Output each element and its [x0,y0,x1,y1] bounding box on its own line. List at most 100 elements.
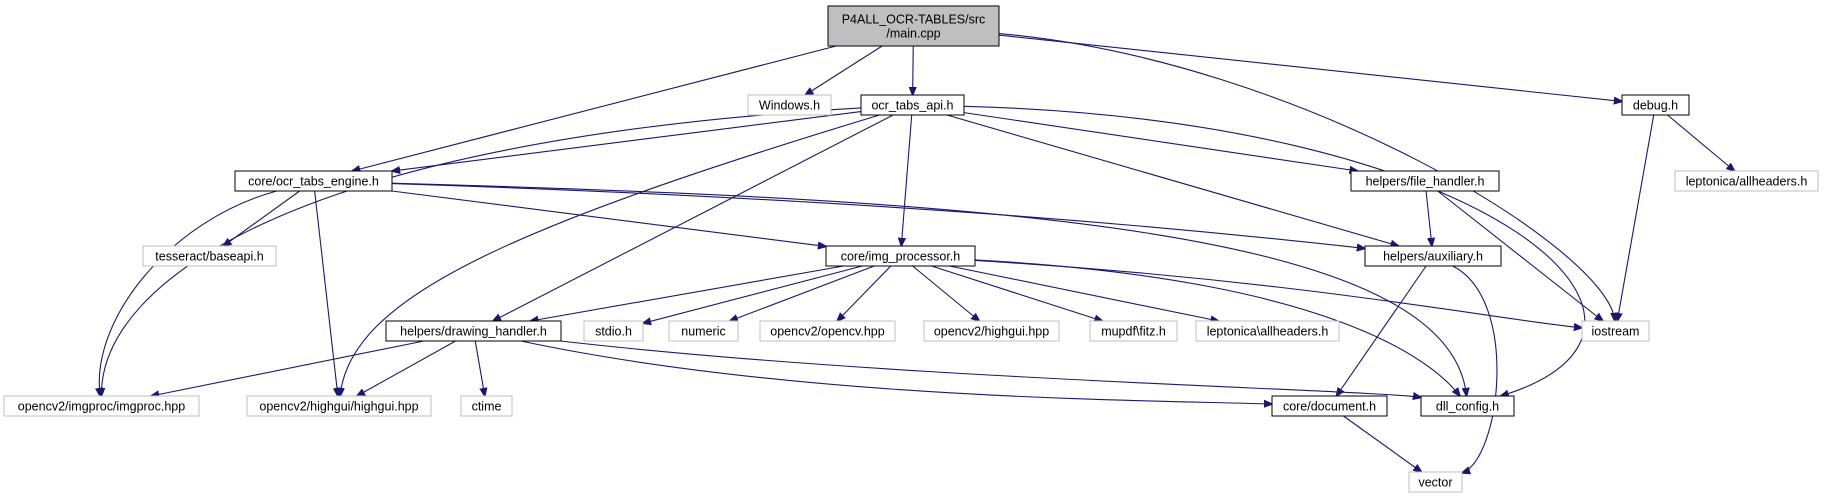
node-box-file_handler [1350,170,1500,192]
node-vector: vector [1408,471,1463,493]
node-label-highgui_hpp: opencv2/highgui.hpp [934,325,1049,339]
edge-main-to-iostream [998,32,1615,321]
node-box-main [827,5,1000,47]
node-iostream: iostream [1581,320,1650,342]
node-engine[interactable]: core/ocr_tabs_engine.h [234,170,393,192]
edge-drawing-to-highgui2 [357,340,456,396]
edge-img_proc-to-stdio [643,265,863,323]
node-box-document [1271,395,1388,417]
node-label-highgui2: opencv2/highgui/highgui.hpp [259,400,418,414]
edge-drawing-to-document [520,340,1272,404]
edge-auxiliary-to-vector [1452,265,1498,473]
edge-debug-to-iostream [1617,114,1655,321]
edge-img_proc-to-iostream [974,259,1582,327]
node-label-ocr_api: ocr_tabs_api.h [871,99,953,113]
edge-drawing-to-ctime [474,340,485,396]
node-drawing[interactable]: helpers/drawing_handler.h [385,320,562,342]
node-box-highgui_hpp [923,320,1060,342]
edge-img_proc-to-highgui_hpp [912,265,980,321]
edge-engine-to-dll_config [391,182,1467,396]
node-auxiliary[interactable]: helpers/auxiliary.h [1364,245,1502,267]
node-label-debug: debug.h [1633,99,1678,113]
node-box-highgui2 [246,395,432,417]
node-dll_config[interactable]: dll_config.h [1420,395,1515,417]
edge-file_handler-to-iostream [1437,190,1603,321]
node-box-drawing [385,320,562,342]
node-label-file_handler: helpers/file_handler.h [1366,175,1485,189]
edge-engine-to-img_proc [391,190,826,246]
edge-main-to-debug [998,34,1622,101]
node-box-tesseract [142,245,277,267]
node-label-opencv: opencv2/opencv.hpp [770,325,884,339]
node-ctime: ctime [460,395,513,417]
node-box-mupdf [1089,320,1178,342]
edge-img_proc-to-numeric [730,265,875,321]
node-label-lept_debug: leptonica/allheaders.h [1686,175,1808,189]
edge-auxiliary-to-document [1336,265,1427,396]
node-label-tesseract: tesseract/baseapi.h [155,250,263,264]
node-box-lept_img [1195,320,1340,342]
edge-file_handler-to-auxiliary [1425,190,1432,246]
edge-img_proc-to-opencv [837,265,892,321]
node-label-stdio: stdio.h [595,325,632,339]
node-box-debug [1621,94,1690,116]
node-label-vector: vector [1418,476,1452,490]
node-img_proc[interactable]: core/img_processor.h [825,245,976,267]
node-highgui_hpp: opencv2/highgui.hpp [923,320,1060,342]
node-box-iostream [1581,320,1650,342]
node-box-ctime [460,395,513,417]
node-label-numeric: numeric [681,325,725,339]
edge-document-to-vector [1343,415,1421,472]
edge-img_proc-to-drawing [530,265,844,321]
node-label-ctime: ctime [472,400,502,414]
node-lept_debug: leptonica/allheaders.h [1674,170,1819,192]
edge-img_proc-to-dll_config [974,259,1460,396]
node-stdio: stdio.h [583,320,644,342]
edge-ocr_api-to-drawing [493,114,894,321]
node-box-dll_config [1420,395,1515,417]
edge-drawing-to-imgproc [151,340,425,396]
edge-debug-to-lept_debug [1667,114,1734,171]
node-box-vector [1408,471,1463,493]
node-box-lept_debug [1674,170,1819,192]
node-box-ocr_api [860,94,965,116]
node-box-img_proc [825,245,976,267]
node-mupdf: mupdf\fitz.h [1089,320,1178,342]
edge-ocr_api-to-img_proc [901,114,913,246]
node-label-dll_config: dll_config.h [1436,400,1499,414]
node-file_handler[interactable]: helpers/file_handler.h [1350,170,1500,192]
node-opencv: opencv2/opencv.hpp [759,320,896,342]
node-document[interactable]: core/document.h [1271,395,1388,417]
node-debug[interactable]: debug.h [1621,94,1690,116]
node-lept_img: leptonica\allheaders.h [1195,320,1340,342]
node-highgui2: opencv2/highgui/highgui.hpp [246,395,432,417]
node-label-auxiliary: helpers/auxiliary.h [1383,250,1483,264]
edge-ocr_api-to-file_handler [963,112,1358,171]
node-label-imgproc: opencv2/imgproc/imgproc.hpp [18,400,185,414]
edge-img_proc-to-mupdf [931,265,1103,321]
node-label-document: core/document.h [1283,400,1376,414]
node-windows: Windows.h [747,94,832,116]
node-box-auxiliary [1364,245,1502,267]
node-ocr_api[interactable]: ocr_tabs_api.h [860,94,965,116]
node-main[interactable]: P4ALL_OCR-TABLES/src/main.cpp [827,5,1000,47]
edge-engine-to-tesseract [223,190,300,246]
node-label-engine: core/ocr_tabs_engine.h [248,175,379,189]
edge-ocr_api-to-engine [392,110,862,172]
edge-main-to-windows [805,45,883,95]
node-label-iostream: iostream [1592,325,1640,339]
edges-layer [99,32,1734,473]
node-box-imgproc [3,395,200,417]
node-label-lept_img: leptonica\allheaders.h [1207,325,1329,339]
node-label-drawing: helpers/drawing_handler.h [400,325,547,339]
edge-engine-to-auxiliary [391,182,1365,249]
edge-drawing-to-dll_config [560,340,1421,397]
node-label-windows: Windows.h [759,99,820,113]
node-box-stdio [583,320,644,342]
edge-ocr_api-to-imgproc [101,107,862,396]
node-label-main-line0: P4ALL_OCR-TABLES/src [842,13,986,27]
edge-ocr_api-to-highgui2 [340,114,880,396]
edge-main-to-ocr_api [913,45,914,95]
